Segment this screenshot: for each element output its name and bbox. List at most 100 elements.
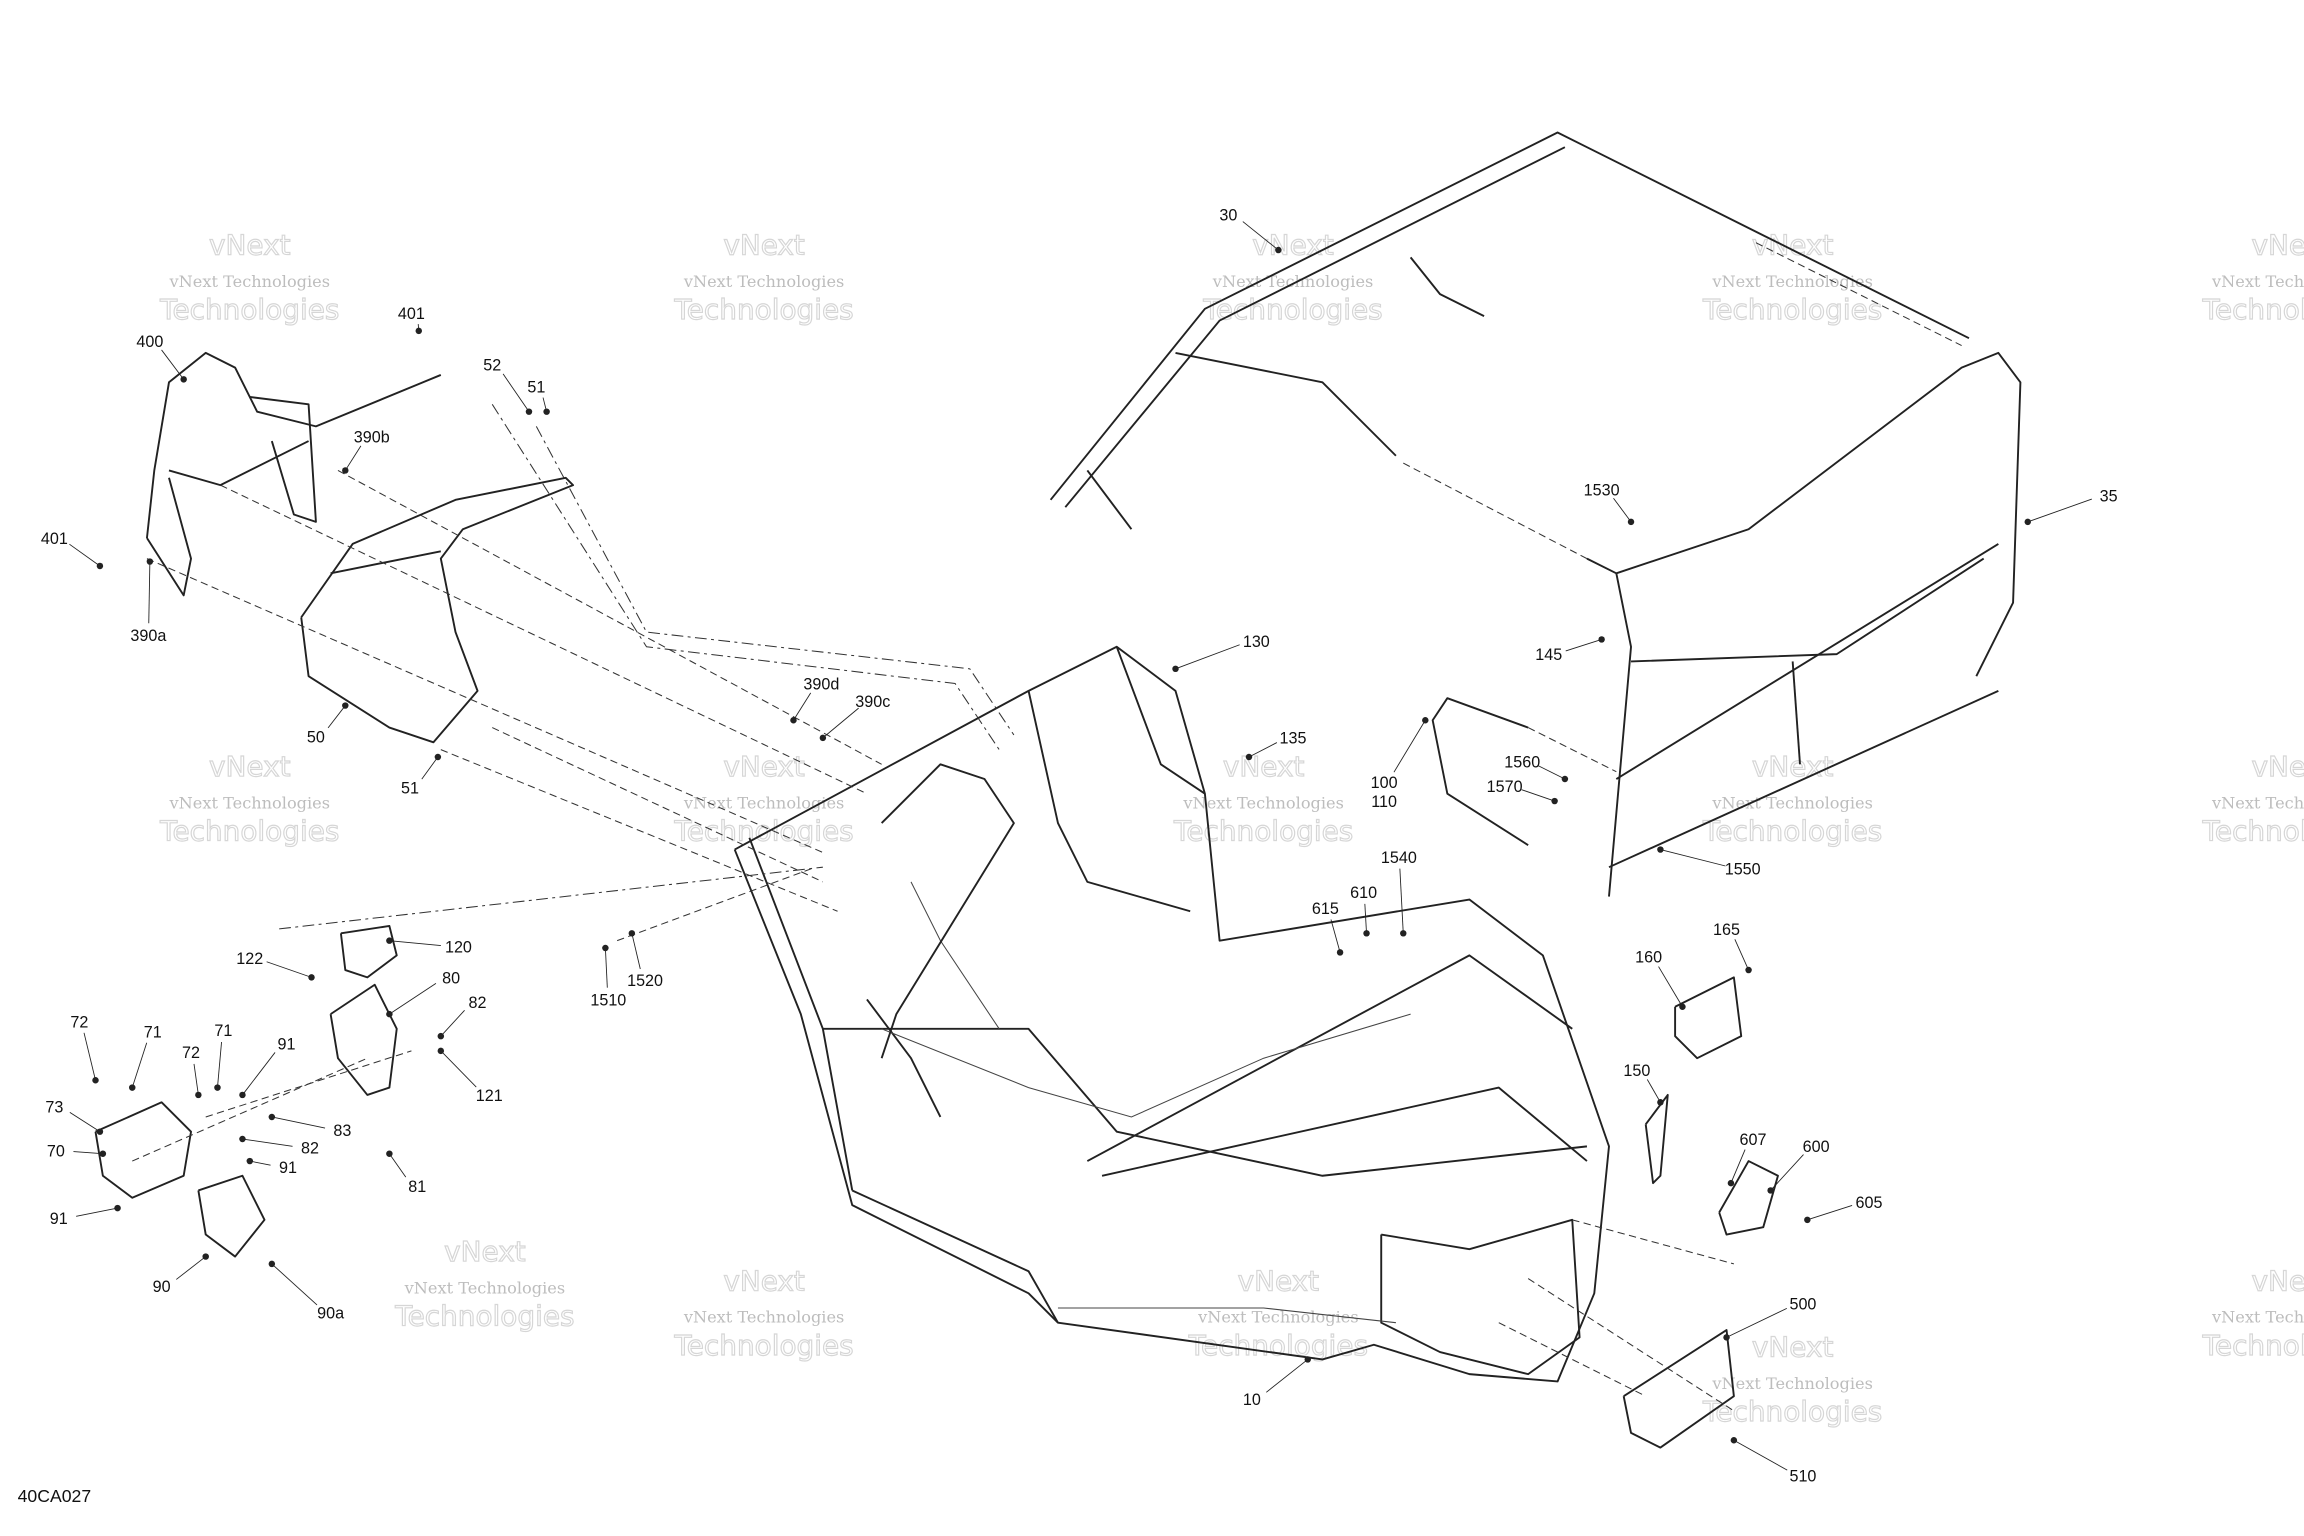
callout-110: 110 xyxy=(1371,793,1397,811)
leader-line xyxy=(1242,221,1279,251)
fastener-icon xyxy=(195,1091,202,1099)
leader-line xyxy=(1364,903,1367,934)
rear-parts xyxy=(1622,976,1779,1449)
svg-text:vNext Technologies: vNext Technologies xyxy=(683,272,844,291)
svg-text:Technologies: Technologies xyxy=(673,815,853,848)
fastener-icon xyxy=(2024,518,2031,526)
fastener-icon xyxy=(386,1150,393,1157)
fastener-icon xyxy=(129,1084,136,1091)
svg-text:vNext Technologies: vNext Technologies xyxy=(1212,272,1374,291)
leader-line xyxy=(249,1160,271,1166)
fastener-icon xyxy=(1657,1099,1664,1106)
callout-72b: 72 xyxy=(182,1044,200,1062)
leader-line xyxy=(1538,765,1566,780)
callout-390b: 390b xyxy=(354,429,390,447)
callout-122: 122 xyxy=(236,950,263,968)
leader-line xyxy=(73,1151,103,1155)
leader-line xyxy=(793,692,812,721)
svg-text:vNext: vNext xyxy=(2251,228,2304,261)
front-grille xyxy=(300,476,575,744)
roof-frame xyxy=(1049,131,1970,530)
callout-51: 51 xyxy=(527,379,545,397)
callout-600: 600 xyxy=(1803,1138,1830,1156)
leader-line xyxy=(83,1032,96,1081)
fastener-icon xyxy=(146,558,154,565)
leader-line xyxy=(389,983,437,1015)
callout-1520: 1520 xyxy=(627,972,663,990)
svg-text:vNext: vNext xyxy=(1252,228,1334,261)
fastener-icon xyxy=(308,974,315,981)
leader-line xyxy=(271,1116,326,1129)
leader-line xyxy=(242,1138,293,1147)
svg-text:Technologies: Technologies xyxy=(673,1329,853,1362)
svg-text:vNext: vNext xyxy=(1223,750,1305,783)
leader-line xyxy=(242,1052,276,1096)
callout-390c: 390c xyxy=(855,693,890,711)
svg-text:vNext: vNext xyxy=(1752,1330,1834,1363)
callout-82: 82 xyxy=(469,994,487,1012)
fastener-icon xyxy=(1400,930,1407,937)
fastener-icon xyxy=(543,408,550,415)
callout-121: 121 xyxy=(476,1087,503,1105)
leader-line xyxy=(161,349,185,380)
leader-line xyxy=(271,1263,318,1306)
fastener-icon xyxy=(525,408,533,415)
svg-text:vNext Technologies: vNext Technologies xyxy=(1182,793,1344,812)
callout-82b: 82 xyxy=(301,1140,319,1158)
svg-text:vNext Technologies: vNext Technologies xyxy=(2211,1308,2304,1327)
fastener-icon xyxy=(268,1113,276,1121)
side-bar xyxy=(1431,697,1529,846)
fastener-icon xyxy=(268,1260,276,1268)
leader-line xyxy=(69,1111,101,1133)
fastener-icon xyxy=(1363,930,1370,937)
callout-1570: 1570 xyxy=(1487,778,1523,796)
fastener-icon xyxy=(1727,1179,1735,1187)
leader-line xyxy=(389,1153,407,1178)
leader-line xyxy=(1521,789,1555,802)
callout-401b: 401 xyxy=(41,530,68,548)
fastener-icon xyxy=(386,937,393,944)
fastener-icon xyxy=(1745,966,1752,974)
callout-145: 145 xyxy=(1535,646,1562,664)
leader-line xyxy=(631,933,641,970)
leader-line xyxy=(148,561,151,624)
leader-line xyxy=(2027,498,2092,523)
svg-text:Technologies: Technologies xyxy=(394,1300,574,1333)
fastener-icon xyxy=(1245,753,1253,761)
leader-line xyxy=(1770,1154,1804,1191)
callout-50: 50 xyxy=(307,728,325,746)
callout-605: 605 xyxy=(1856,1194,1883,1212)
callout-390a: 390a xyxy=(130,627,166,645)
callout-30: 30 xyxy=(1219,207,1237,225)
callout-390d: 390d xyxy=(803,675,839,693)
fastener-icon xyxy=(342,702,349,709)
fastener-icon xyxy=(1627,518,1635,526)
fastener-icon xyxy=(628,930,636,937)
fastener-icon xyxy=(92,1077,99,1084)
svg-text:vNext: vNext xyxy=(1752,228,1834,261)
leader-line xyxy=(1730,1149,1746,1184)
svg-text:vNext: vNext xyxy=(723,1264,805,1297)
leader-line xyxy=(1330,919,1341,953)
svg-text:Technologies: Technologies xyxy=(673,293,853,326)
fastener-icon xyxy=(1551,797,1558,805)
leader-line xyxy=(1660,849,1726,867)
svg-text:Technologies: Technologies xyxy=(1188,1329,1368,1362)
callout-71: 71 xyxy=(144,1024,162,1042)
svg-text:Technologies: Technologies xyxy=(1173,815,1353,848)
fastener-icon xyxy=(1730,1437,1738,1444)
fastener-icon xyxy=(1304,1356,1311,1363)
callout-71b: 71 xyxy=(214,1022,232,1040)
callout-81: 81 xyxy=(408,1178,426,1196)
rear-cage xyxy=(1586,351,2022,897)
